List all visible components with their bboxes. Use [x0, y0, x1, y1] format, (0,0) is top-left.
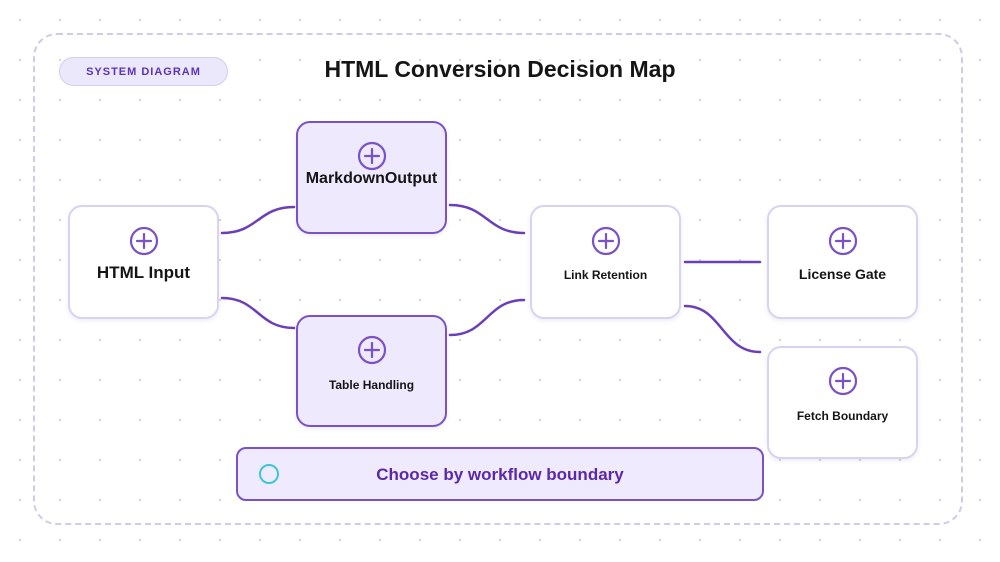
node-html-input[interactable]: HTML Input [68, 205, 219, 319]
diagram-frame [33, 33, 963, 525]
node-label: HTML Input [96, 263, 191, 282]
edge-html-input-to-markdown-output [220, 205, 296, 235]
node-fetch-boundary[interactable]: Fetch Boundary [767, 346, 918, 459]
edge-link-retention-to-fetch-boundary [683, 304, 762, 354]
diagram-title: HTML Conversion Decision Map [324, 56, 676, 82]
node-license-gate[interactable]: License Gate [767, 205, 918, 319]
edge-markdown-output-to-link-retention [448, 203, 526, 235]
node-label: MarkdownOutput [305, 170, 438, 187]
node-link-retention[interactable]: Link Retention [530, 205, 681, 319]
plus-circle-icon [828, 366, 857, 396]
edge-table-handling-to-link-retention [448, 298, 526, 337]
plus-circle-icon [129, 226, 158, 256]
node-label: License Gate [798, 266, 887, 282]
node-markdown-output[interactable]: MarkdownOutput [296, 121, 447, 234]
plus-circle-icon [357, 335, 386, 365]
decision-banner: Choose by workflow boundary [236, 447, 764, 501]
node-label: Fetch Boundary [796, 409, 889, 423]
node-table-handling[interactable]: Table Handling [296, 315, 447, 427]
node-label: Table Handling [328, 378, 415, 392]
plus-circle-icon [357, 141, 386, 171]
plus-circle-icon [828, 226, 857, 256]
node-label: Link Retention [563, 268, 648, 282]
circle-icon [259, 464, 279, 484]
diagram-badge: SYSTEM DIAGRAM [59, 57, 228, 86]
plus-circle-icon [591, 226, 620, 256]
decision-banner-text: Choose by workflow boundary [376, 465, 624, 484]
edge-html-input-to-table-handling [220, 296, 296, 330]
